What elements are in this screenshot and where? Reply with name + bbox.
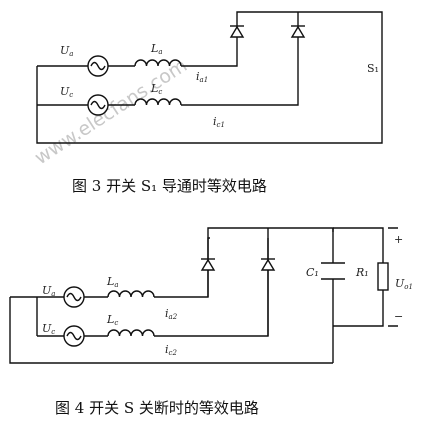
fig4-source-c	[63, 325, 85, 347]
figure-3-circuit: Ua Uc La Lc ia1 ic1 S₁	[36, 11, 383, 144]
fig4-source-a-label: Ua	[42, 284, 55, 298]
fig4-plus-sign: +	[394, 233, 403, 246]
fig4-source-c-label: Uc	[42, 322, 55, 336]
fig4-resistor-label: R₁	[355, 266, 369, 279]
fig3-inductor-a	[134, 59, 182, 67]
fig4-inductor-c-label: Lc	[106, 313, 118, 327]
watermark: www.elecfans.com	[31, 54, 191, 169]
fig3-source-a	[87, 55, 109, 77]
fig4-wire-a	[10, 237, 210, 298]
fig3-source-c-label: Uc	[60, 85, 73, 99]
fig4-inductor-c	[107, 329, 155, 337]
fig3-diode-2	[290, 25, 306, 38]
fig3-current-c-label: ic1	[213, 115, 225, 129]
fig3-inductor-c-label: Lc	[150, 82, 162, 96]
fig4-current-a-label: ia2	[165, 307, 178, 321]
fig4-inductor-a-label: La	[106, 275, 119, 289]
fig4-caption: 图 4 开关 S 关断时的等效电路	[55, 399, 259, 417]
fig3-source-a-label: Ua	[60, 44, 73, 58]
fig3-inductor-c	[134, 98, 182, 106]
fig3-return-wire	[36, 11, 383, 144]
fig4-inductor-a	[107, 290, 155, 298]
fig4-return-wire	[9, 297, 333, 364]
fig4-load-wire	[332, 227, 384, 363]
fig3-source-c	[87, 94, 109, 116]
fig3-inductor-a-label: La	[150, 42, 163, 56]
fig4-output-terminals	[388, 227, 398, 327]
fig3-current-a-label: ia1	[196, 70, 208, 84]
fig4-capacitor	[321, 262, 345, 280]
fig4-diode-1	[200, 238, 216, 297]
fig4-source-a	[63, 286, 85, 308]
fig4-output-voltage-label: Uo1	[395, 277, 413, 291]
fig4-minus-sign: −	[394, 310, 403, 323]
fig3-wire-c	[37, 24, 299, 106]
fig3-caption: 图 3 开关 S₁ 导通时等效电路	[72, 177, 267, 195]
fig4-capacitor-label: C₁	[306, 266, 319, 279]
fig3-switch-label: S₁	[367, 62, 379, 75]
fig4-resistor	[377, 262, 389, 291]
fig4-top-bus	[207, 227, 334, 238]
fig3-wire-a	[37, 24, 238, 67]
figure-4-circuit: Ua Uc La Lc ia2 ic2 C₁ R₁ Uo1 + −	[9, 227, 413, 364]
fig4-diode-2	[260, 238, 276, 336]
fig3-diode-1	[229, 25, 245, 38]
fig4-current-c-label: ic2	[165, 343, 177, 357]
